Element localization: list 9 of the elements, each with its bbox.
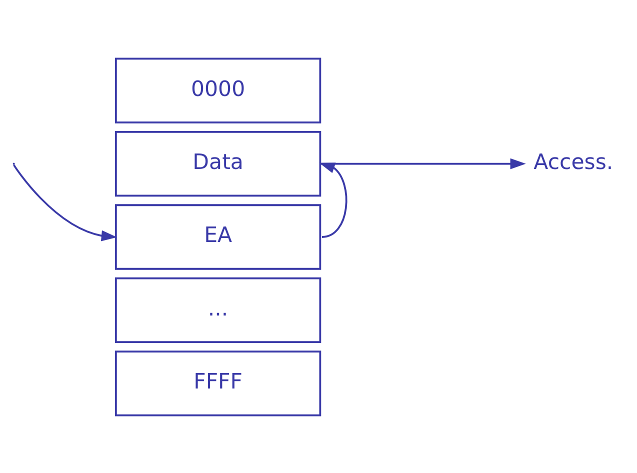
node-box: 0000 [115, 57, 322, 123]
arrow [319, 162, 348, 238]
node-box: ... [115, 276, 322, 343]
node-text: Access. [534, 149, 614, 174]
node-box: FFFF [115, 350, 322, 416]
node-box: EA [115, 204, 322, 270]
node-box: Data [115, 130, 322, 196]
arrow [13, 164, 118, 241]
arrow [320, 158, 526, 169]
